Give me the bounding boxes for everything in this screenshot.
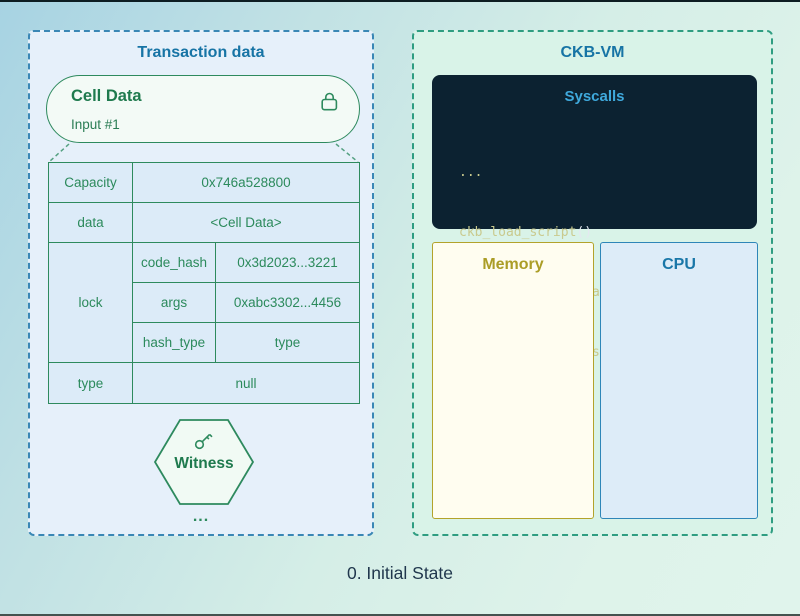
table-cell-data-label: data — [49, 203, 133, 243]
syscall-line: ... — [459, 165, 483, 180]
cell-data-pill-title: Cell Data — [71, 87, 142, 105]
ckb-vm-title: CKB-VM — [560, 44, 625, 61]
table-cell-type-value: null — [235, 375, 257, 391]
table-cell-capacity-value: 0x746a528800 — [133, 163, 359, 203]
witness-label: Witness — [174, 455, 234, 472]
more-witnesses-ellipsis: ... — [192, 508, 210, 525]
top-edge-bar — [0, 0, 800, 2]
table-cell-type-label: type — [49, 363, 133, 403]
table-cell-hashtype-value: type — [216, 323, 359, 363]
cell-data-pill: Cell Data Input #1 — [46, 75, 360, 143]
ckb-vm-panel: CKB-VM Syscalls ... ckb_load_script() ck… — [412, 30, 773, 536]
cpu-label: CPU — [662, 256, 696, 273]
bottom-edge-bar — [0, 614, 800, 616]
syscalls-box: Syscalls ... ckb_load_script() ckb_load_… — [432, 75, 757, 420]
table-cell-capacity-label: Capacity — [49, 163, 133, 203]
figure-caption: 0. Initial State — [346, 563, 454, 583]
witness-hexagon: Witness — [153, 418, 255, 506]
table-cell-hashtype-key: hash_type — [133, 323, 216, 363]
transaction-data-title: Transaction data — [137, 44, 265, 61]
table-cell-codehash-key: code_hash — [133, 243, 216, 283]
cell-data-pill-subtitle: Input #1 — [71, 117, 120, 132]
table-cell-args-value: 0xabc3302...4456 — [216, 283, 359, 323]
table-cell-lock-label: lock — [49, 243, 133, 363]
memory-label: Memory — [482, 256, 544, 273]
table-cell-args-key: args — [133, 283, 216, 323]
table-cell-data-value: <Cell Data> — [133, 203, 359, 243]
memory-box: Memory — [432, 242, 594, 519]
transaction-data-panel: Transaction data Cell Data Input #1 Capa… — [28, 30, 374, 536]
lock-icon — [320, 91, 339, 117]
cell-fields-table: Capacity 0x746a528800 data <Cell Data> l… — [48, 162, 360, 404]
syscalls-title: Syscalls — [564, 88, 625, 105]
table-cell-codehash-value: 0x3d2023...3221 — [216, 243, 359, 283]
cpu-box: CPU — [600, 242, 758, 519]
key-icon — [193, 429, 215, 456]
syscall-line: ckb_load_script() — [459, 225, 593, 240]
